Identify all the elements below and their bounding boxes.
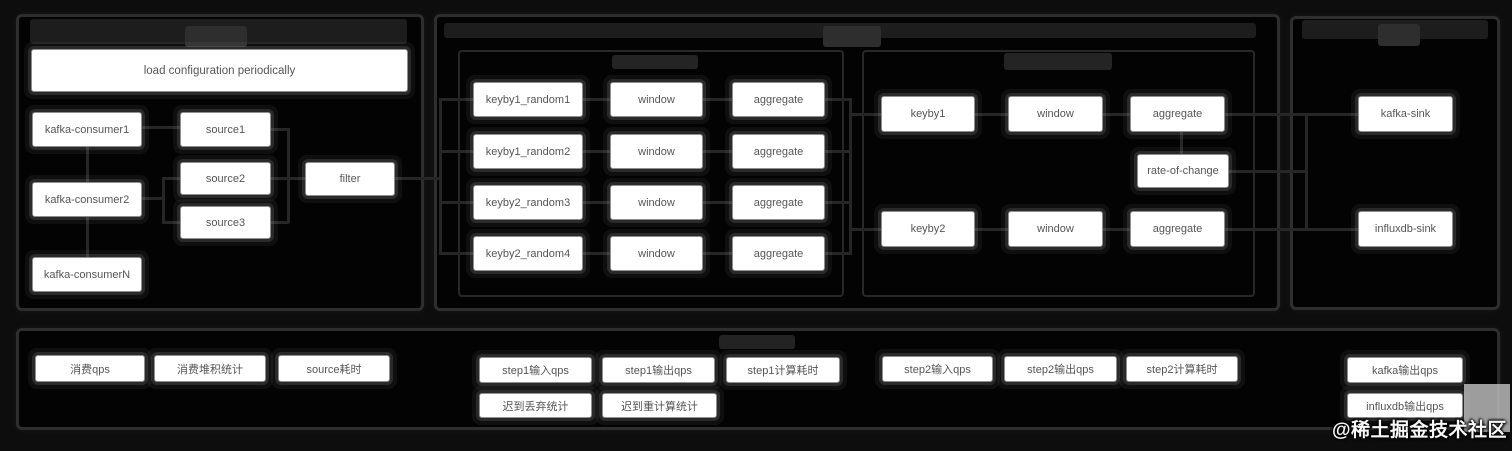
corner-light-patch [1464, 384, 1510, 432]
connector-line [849, 228, 881, 231]
node-aggregate: aggregate [1130, 211, 1225, 247]
node-source2: source2 [180, 162, 271, 195]
connector-line [142, 197, 164, 200]
node-aggregate: aggregate [732, 134, 825, 169]
connector-line [825, 252, 849, 255]
sink-section-title-blob [1378, 24, 1420, 46]
connector-line [583, 98, 610, 101]
connector-line [271, 221, 289, 224]
steps-section-title-blob [823, 26, 881, 47]
metric-step2-compute-latency: step2计算耗时 [1126, 356, 1238, 382]
connector-line [142, 126, 180, 129]
metric-late-drop-stats: 迟到丢弃统计 [479, 393, 592, 418]
connector-line [439, 150, 473, 153]
node-aggregate: aggregate [732, 82, 825, 117]
node-keyby1: keyby1 [881, 96, 975, 132]
connector-line [439, 98, 442, 255]
connector-line [439, 201, 473, 204]
metric-step1-compute-latency: step1计算耗时 [726, 357, 840, 383]
connector-line [849, 113, 881, 116]
connector-line [162, 221, 180, 224]
step2-subpanel [862, 50, 1255, 297]
node-keyby1-random1: keyby1_random1 [473, 82, 583, 117]
metric-influxdb-output-qps: influxdb输出qps [1347, 393, 1463, 418]
connector-line [703, 98, 732, 101]
node-rate-of-change: rate-of-change [1137, 154, 1229, 188]
metric-source-latency: source耗时 [278, 355, 390, 382]
metric-step2-input-qps: step2输入qps [882, 356, 993, 382]
connector-line [287, 128, 290, 223]
node-window: window [610, 82, 703, 117]
metrics-title-blob [719, 335, 795, 349]
node-window: window [610, 236, 703, 271]
connector-line [583, 201, 610, 204]
connector-line [1225, 113, 1358, 116]
node-aggregate: aggregate [732, 236, 825, 271]
step1-subpanel [458, 50, 844, 297]
node-filter: filter [305, 162, 395, 196]
node-kafka-sink: kafka-sink [1358, 96, 1453, 132]
connector-line [975, 228, 1008, 231]
node-kafka-consumer1: kafka-consumer1 [32, 112, 142, 147]
connector-line [703, 252, 732, 255]
node-aggregate: aggregate [732, 185, 825, 220]
connector-line [825, 201, 849, 204]
connector-line [271, 177, 289, 180]
connector-line [439, 98, 473, 101]
connector-line [162, 177, 180, 180]
connector-line [583, 252, 610, 255]
node-aggregate: aggregate [1130, 96, 1225, 132]
node-source3: source3 [180, 206, 271, 239]
connector-line [975, 113, 1008, 116]
connector-line [1229, 170, 1305, 173]
node-window: window [1008, 211, 1103, 247]
step2-title-blob [1004, 53, 1112, 70]
connector-line [1103, 113, 1130, 116]
connector-line [287, 177, 305, 180]
watermark: @稀土掘金技术社区 [1332, 420, 1508, 441]
connector-line [703, 201, 732, 204]
step1-title-blob [612, 55, 698, 69]
metric-step2-output-qps: step2输出qps [1004, 356, 1117, 382]
connector-line [583, 150, 610, 153]
connector-line [395, 177, 441, 180]
node-kafka-consumerN: kafka-consumerN [32, 257, 142, 292]
metric-kafka-output-qps: kafka输出qps [1347, 357, 1463, 383]
node-window: window [610, 185, 703, 220]
node-keyby1-random2: keyby1_random2 [473, 134, 583, 169]
connector-line [1305, 113, 1308, 230]
connector-line [162, 178, 165, 222]
connector-line [825, 98, 849, 101]
node-kafka-consumer2: kafka-consumer2 [32, 182, 142, 217]
metric-consume-qps: 消费qps [35, 355, 145, 382]
metric-step1-output-qps: step1输出qps [602, 357, 715, 383]
metric-consume-backlog: 消费堆积统计 [154, 355, 266, 382]
connector-line [439, 252, 473, 255]
node-keyby2: keyby2 [881, 211, 975, 247]
node-keyby2-random4: keyby2_random4 [473, 236, 583, 271]
connector-line [849, 98, 852, 255]
connector-line [1180, 132, 1183, 154]
node-window: window [610, 134, 703, 169]
node-keyby2-random3: keyby2_random3 [473, 185, 583, 220]
connector-line [1225, 228, 1358, 231]
connector-line [825, 150, 849, 153]
consumer-section-title-blob [185, 26, 247, 47]
connector-line [1103, 228, 1130, 231]
node-influxdb-sink: influxdb-sink [1358, 211, 1453, 247]
sink-section-panel [1290, 16, 1500, 310]
node-load-configuration: load configuration periodically [31, 49, 408, 92]
node-window: window [1008, 96, 1103, 132]
connector-line [271, 128, 289, 131]
connector-line [86, 217, 89, 257]
metric-step1-input-qps: step1输入qps [479, 357, 592, 383]
node-source1: source1 [180, 112, 271, 147]
connector-line [703, 150, 732, 153]
metric-late-recompute-stats: 迟到重计算统计 [602, 393, 717, 418]
connector-line [86, 147, 89, 182]
